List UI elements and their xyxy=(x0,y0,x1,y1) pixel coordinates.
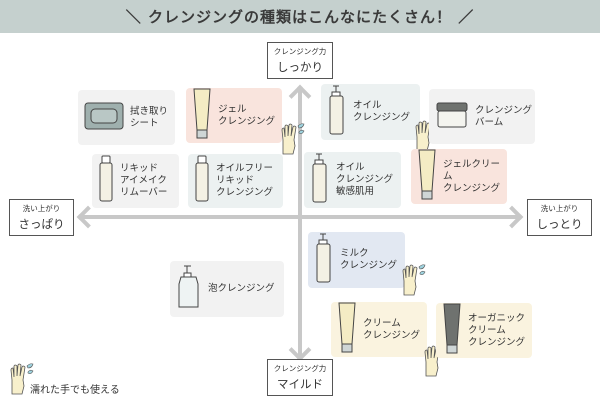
axis-label-small: 洗い上がり xyxy=(22,204,61,213)
tube-icon xyxy=(192,88,212,144)
card-label: オーガニック クリーム クレンジング xyxy=(468,312,526,348)
cleansing-type-card: リキッド アイメイク リムーバー xyxy=(92,154,179,208)
dark-tube-icon xyxy=(442,303,462,359)
cleansing-type-card: ジェル クレンジング xyxy=(186,88,282,143)
axis-label-small: クレンジング力 xyxy=(273,47,327,56)
cleansing-type-card: ミルク クレンジング xyxy=(308,232,405,288)
jar-icon xyxy=(435,101,469,133)
cleansing-type-card: オイル クレンジング xyxy=(321,84,420,140)
cleansing-type-card: クレンジング バーム xyxy=(429,89,535,144)
wet-hand-icon xyxy=(279,120,305,160)
axis-label-top: クレンジング力 しっかり xyxy=(267,42,333,79)
axis-label-bottom: クレンジング力 マイルド xyxy=(267,359,333,396)
wet-hand-icon xyxy=(8,360,34,400)
card-label: リキッド アイメイク リムーバー xyxy=(120,163,168,198)
axis-horizontal xyxy=(80,215,520,219)
card-label: ジェルクリーム クレンジング xyxy=(443,158,501,194)
arrow-right-icon xyxy=(500,205,524,229)
arrow-left-icon xyxy=(76,205,100,229)
axis-label-big: マイルド xyxy=(277,377,323,391)
card-label: ミルク クレンジング xyxy=(340,248,398,271)
axis-label-big: しっとり xyxy=(536,217,583,231)
pump-bottle-icon xyxy=(314,232,334,288)
card-label: ジェル クレンジング xyxy=(218,103,276,127)
card-label: オイルフリー リキッド クレンジング xyxy=(216,163,274,198)
axis-label-left: 洗い上がり さっぱり xyxy=(9,199,74,236)
axis-label-right: 洗い上がり しっとり xyxy=(527,199,592,236)
pump-bottle-icon xyxy=(310,152,330,208)
cleansing-type-card: クリーム クレンジング xyxy=(331,302,427,357)
axis-label-small: クレンジング力 xyxy=(273,364,327,373)
card-label: 拭き取り シート xyxy=(130,105,169,129)
axis-label-small: 洗い上がり xyxy=(540,204,579,213)
card-label: オイル クレンジング xyxy=(353,100,411,123)
cleansing-type-card: オイル クレンジング 敏感肌用 xyxy=(304,152,401,208)
card-label: オイル クレンジング 敏感肌用 xyxy=(336,162,394,197)
legend-text: 濡れた手でも使える xyxy=(30,385,120,396)
axis-label-big: しっかり xyxy=(277,60,323,74)
cleansing-type-card: 拭き取り シート xyxy=(78,90,175,145)
wipe-sheet-pack-icon xyxy=(84,101,124,135)
card-label: クレンジング バーム xyxy=(475,104,533,128)
axis-vertical xyxy=(298,88,302,356)
cleansing-type-card: オイルフリー リキッド クレンジング xyxy=(188,154,283,208)
foam-pump-bottle-icon xyxy=(176,264,202,314)
wet-hand-icon xyxy=(400,261,426,301)
axis-label-big: さっぱり xyxy=(18,217,65,231)
tube-icon xyxy=(417,149,437,205)
cleansing-type-card: ジェルクリーム クレンジング xyxy=(411,149,507,204)
bottle-icon xyxy=(194,155,210,207)
bottle-icon xyxy=(98,155,114,207)
arrow-up-icon xyxy=(288,84,312,108)
pump-bottle-icon xyxy=(327,84,347,140)
tube-icon xyxy=(337,302,357,358)
cleansing-type-card: 泡クレンジング xyxy=(170,261,284,317)
page-title: ＼ クレンジングの種類はこんなにたくさん！ ／ xyxy=(0,0,600,33)
arrow-down-icon xyxy=(288,338,312,362)
card-label: 泡クレンジング xyxy=(208,283,275,294)
cleansing-type-card: オーガニック クリーム クレンジング xyxy=(436,303,532,358)
card-label: クリーム クレンジング xyxy=(363,317,421,341)
